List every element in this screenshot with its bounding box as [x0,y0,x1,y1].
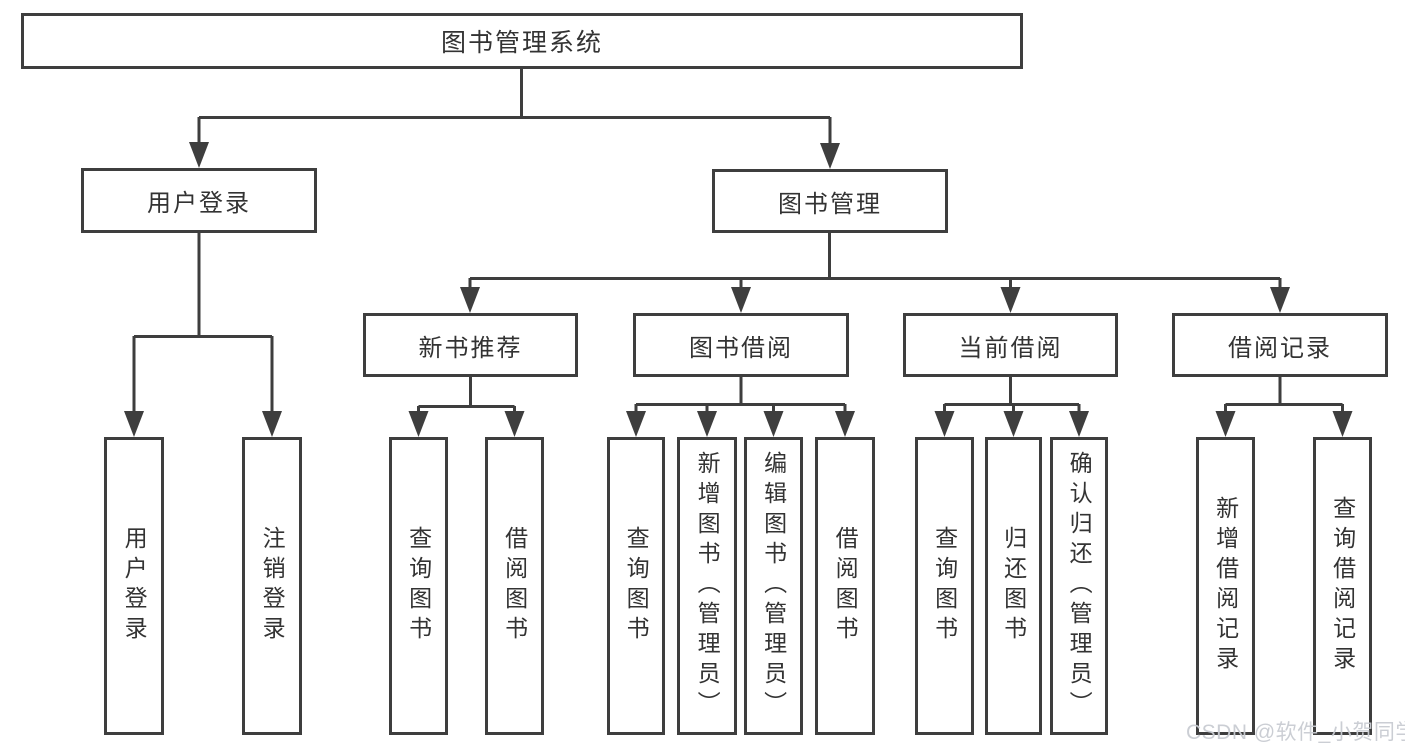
node-leaf-user-login: 用户登录 [104,437,164,735]
leaf-label: 新增借阅记录 [1212,496,1239,676]
node-leaf-br-add-record: 新增借阅记录 [1196,437,1255,735]
node-leaf-bb-borrow-books: 借阅图书 [815,437,875,735]
node-leaf-br-query-record: 查询借阅记录 [1313,437,1372,735]
node-user-login-group: 用户登录 [81,168,317,233]
leaf-label: 归还图书 [1000,526,1027,646]
leaf-label: 查询图书 [623,526,650,646]
node-leaf-bb-query-books: 查询图书 [607,437,665,735]
leaf-label: 查询借阅记录 [1329,496,1356,676]
node-book-management-group: 图书管理 [712,169,948,233]
node-leaf-bb-add-books-admin: 新增图书（管理员） [677,437,737,735]
node-leaf-rec-query-books: 查询图书 [389,437,448,735]
leaf-label: 用户登录 [121,526,148,646]
leaf-label: 新增图书（管理员） [694,451,721,721]
csdn-watermark: CSDN @软件_小贺同学 [1186,721,1405,744]
leaf-label: 编辑图书（管理员） [760,451,787,721]
node-borrowing-records: 借阅记录 [1172,313,1388,377]
node-leaf-cb-return-books: 归还图书 [985,437,1042,735]
node-leaf-logout: 注销登录 [242,437,302,735]
leaf-label: 查询图书 [931,526,958,646]
node-leaf-cb-query-books: 查询图书 [915,437,974,735]
node-library-management-system: 图书管理系统 [21,13,1023,69]
node-new-book-recommendation: 新书推荐 [363,313,578,377]
leaf-label: 借阅图书 [832,526,859,646]
node-book-borrowing: 图书借阅 [633,313,849,377]
leaf-label: 确认归还（管理员） [1066,451,1093,721]
node-leaf-rec-borrow-books: 借阅图书 [485,437,544,735]
node-current-borrowing: 当前借阅 [903,313,1118,377]
leaf-label: 借阅图书 [501,526,528,646]
leaf-label: 注销登录 [259,526,286,646]
leaf-label: 查询图书 [405,526,432,646]
node-leaf-bb-edit-books-admin: 编辑图书（管理员） [744,437,803,735]
node-leaf-cb-confirm-return-admin: 确认归还（管理员） [1050,437,1108,735]
